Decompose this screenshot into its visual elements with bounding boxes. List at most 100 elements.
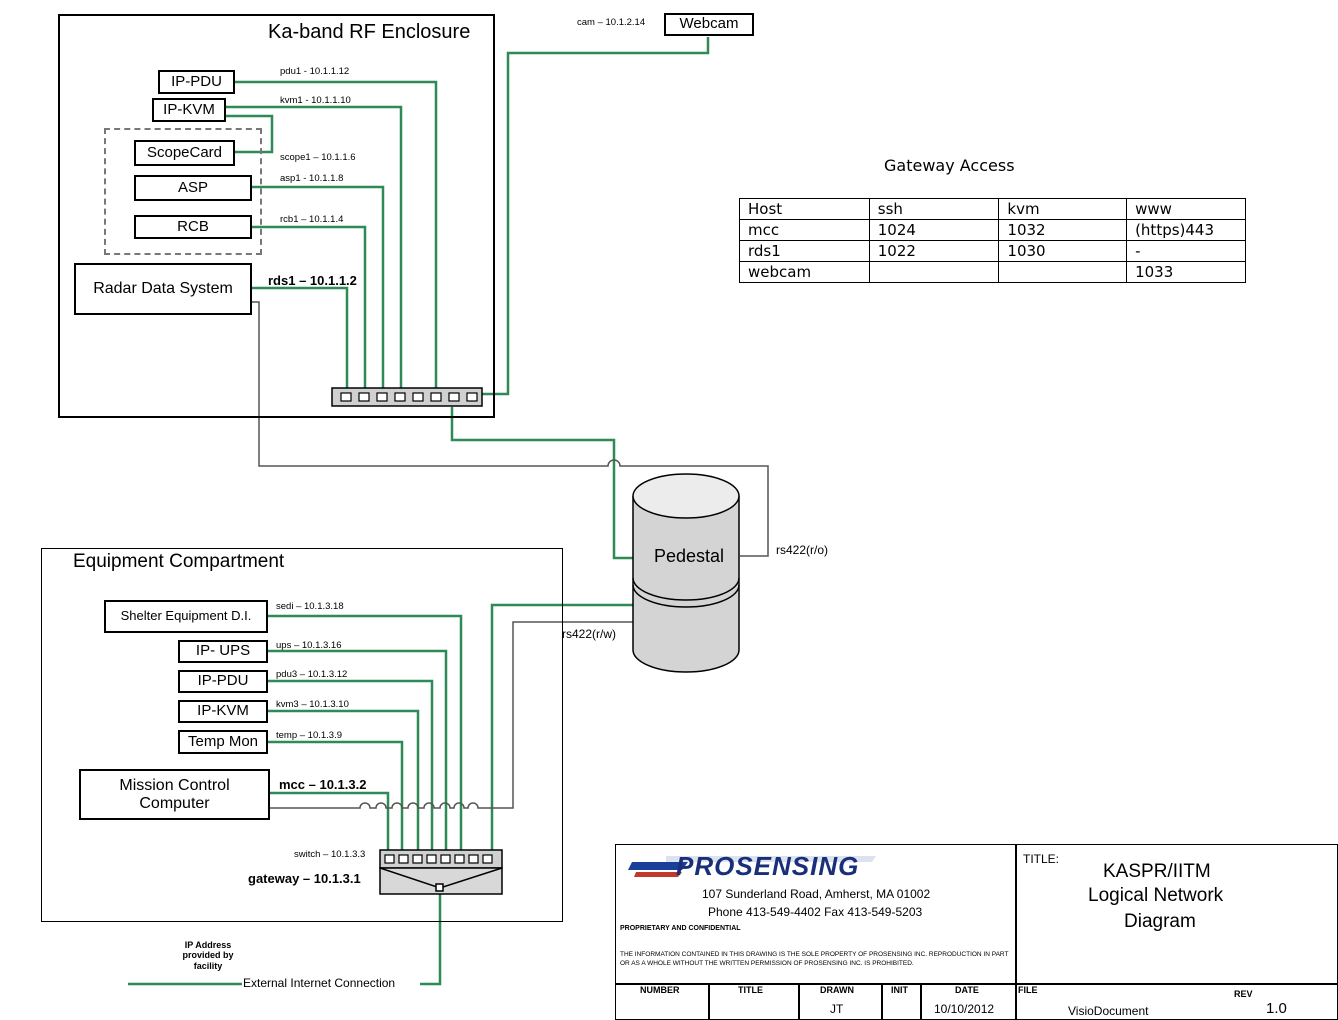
- company-phone: Phone 413-549-4402 Fax 413-549-5203: [708, 905, 923, 919]
- kvm3-label: kvm3 – 10.1.3.10: [276, 699, 349, 710]
- wire-pedestal-switch: [490, 603, 633, 850]
- rs422-rw-label: rs422(r/w): [562, 627, 617, 641]
- prosensing-logo: [628, 856, 876, 877]
- ip-address-note: IP Address provided by facility: [182, 940, 234, 971]
- wire-kvm1: [226, 105, 403, 394]
- ip-kvm3-box[interactable]: IP-KVM: [178, 700, 268, 723]
- mcc-label: mcc – 10.1.3.2: [279, 777, 367, 792]
- wire-mcc: [270, 791, 390, 850]
- rev-value: 1.0: [1266, 1000, 1287, 1017]
- gateway-label: gateway – 10.1.3.1: [248, 871, 361, 886]
- table-row: mcc 1024 1032 (https)443: [739, 219, 1246, 241]
- ups-label: ups – 10.1.3.16: [276, 640, 342, 651]
- gateway-router: [379, 867, 503, 895]
- drawn-value: JT: [830, 1002, 844, 1016]
- wire-rs422-ro: [252, 301, 769, 557]
- wire-kvm3: [268, 709, 420, 850]
- rcb-box[interactable]: RCB: [134, 215, 252, 239]
- wire-pdu3: [268, 679, 434, 850]
- table-cell: ssh: [868, 198, 1000, 220]
- confidential-notice: THE INFORMATION CONTAINED IN THIS DRAWIN…: [620, 951, 1009, 968]
- cam-label: cam – 10.1.2.14: [577, 17, 646, 28]
- asp-box[interactable]: ASP: [134, 175, 252, 201]
- rf-switch: [331, 387, 483, 407]
- equipment-compartment: [41, 548, 563, 922]
- tb-col-line: [881, 983, 883, 1020]
- rds1-label: rds1 – 10.1.1.2: [268, 273, 357, 288]
- title-block-divider: [1015, 844, 1017, 984]
- rs422-ro-label: rs422(r/o): [776, 543, 829, 557]
- gateway-access-title: Gateway Access: [884, 156, 1015, 175]
- asp1-label: asp1 - 10.1.1.8: [280, 173, 344, 184]
- wire-webcam: [472, 37, 710, 396]
- ip-kvm-box[interactable]: IP-KVM: [152, 98, 226, 122]
- wire-scope1: [226, 114, 274, 154]
- table-cell: www: [1126, 198, 1246, 220]
- wire-sedi: [268, 614, 463, 850]
- file-label: FILE: [1018, 985, 1038, 995]
- wire-temp: [268, 740, 404, 850]
- table-cell: 1030: [998, 240, 1128, 262]
- wire-ups: [268, 649, 448, 850]
- wire-asp1: [252, 185, 385, 394]
- title-label: TITLE:: [1023, 852, 1060, 866]
- ip-ups-box[interactable]: IP- UPS: [178, 640, 268, 663]
- pdu1-label: pdu1 - 10.1.1.12: [280, 66, 350, 77]
- scopecard-group: [104, 128, 262, 255]
- table-cell: 1022: [868, 240, 1000, 262]
- company-address: 107 Sunderland Road, Amherst, MA 01002: [702, 887, 931, 901]
- webcam-box[interactable]: Webcam: [664, 13, 754, 36]
- temp-mon-box[interactable]: Temp Mon: [178, 730, 268, 754]
- gateway-access-table: Host ssh kvm www mcc 1024 1032 (https)44…: [739, 198, 1246, 283]
- tb-col-line: [798, 983, 800, 1020]
- table-row: rds1 1022 1030 -: [739, 240, 1246, 262]
- title-col-label: TITLE: [738, 985, 763, 995]
- ip-pdu-box[interactable]: IP-PDU: [158, 70, 235, 94]
- number-label: NUMBER: [640, 985, 680, 995]
- wire-switch-pedestal: [450, 407, 633, 560]
- prosensing-logo-text: PROSENSING: [676, 851, 860, 881]
- mission-control-computer-box[interactable]: Mission Control Computer: [79, 769, 270, 820]
- shelter-equipment-box[interactable]: Shelter Equipment D.I.: [104, 600, 268, 633]
- scope1-label: scope1 – 10.1.1.6: [280, 152, 356, 163]
- wire-rds1: [252, 286, 349, 394]
- radar-data-system-box[interactable]: Radar Data System: [74, 263, 252, 315]
- pedestal-cylinder: [632, 473, 740, 673]
- ip-pdu3-box[interactable]: IP-PDU: [178, 670, 268, 693]
- rf-enclosure: [58, 14, 495, 418]
- init-label: INIT: [891, 985, 908, 995]
- table-cell: [998, 261, 1128, 283]
- table-cell: mcc: [739, 219, 870, 241]
- wire-external: [128, 888, 442, 986]
- drawn-label: DRAWN: [820, 985, 854, 995]
- table-cell: (https)443: [1126, 219, 1246, 241]
- wire-rcb1: [252, 225, 367, 394]
- file-value: VisioDocument: [1068, 1004, 1149, 1018]
- diagram-title-line2: Logical Network: [1088, 885, 1224, 906]
- table-cell: [868, 261, 1000, 283]
- table-cell: 1032: [998, 219, 1128, 241]
- switch-label: switch – 10.1.3.3: [294, 849, 366, 860]
- date-value: 10/10/2012: [934, 1002, 995, 1016]
- sedi-label: sedi – 10.1.3.18: [276, 601, 344, 612]
- kvm1-label: kvm1 - 10.1.1.10: [280, 95, 351, 106]
- date-label: DATE: [955, 985, 979, 995]
- equipment-compartment-title: Equipment Compartment: [73, 551, 285, 572]
- table-row: webcam 1033: [739, 261, 1246, 283]
- tb-col-line: [708, 983, 710, 1020]
- table-row: Host ssh kvm www: [739, 198, 1246, 220]
- wire-rs422-rw: [270, 621, 633, 809]
- temp-label: temp – 10.1.3.9: [276, 730, 343, 741]
- table-cell: 1033: [1126, 261, 1246, 283]
- rcb1-label: rcb1 – 10.1.1.4: [280, 214, 344, 225]
- table-cell: Host: [739, 198, 870, 220]
- diagram-title-line1: KASPR/IITM: [1103, 861, 1211, 882]
- tb-col-line: [1015, 983, 1017, 1020]
- pedestal-label: Pedestal: [654, 546, 725, 566]
- table-cell: kvm: [998, 198, 1128, 220]
- table-cell: webcam: [739, 261, 870, 283]
- table-cell: -: [1126, 240, 1246, 262]
- scopecard-box[interactable]: ScopeCard: [134, 140, 235, 166]
- wire-pdu1: [235, 80, 438, 394]
